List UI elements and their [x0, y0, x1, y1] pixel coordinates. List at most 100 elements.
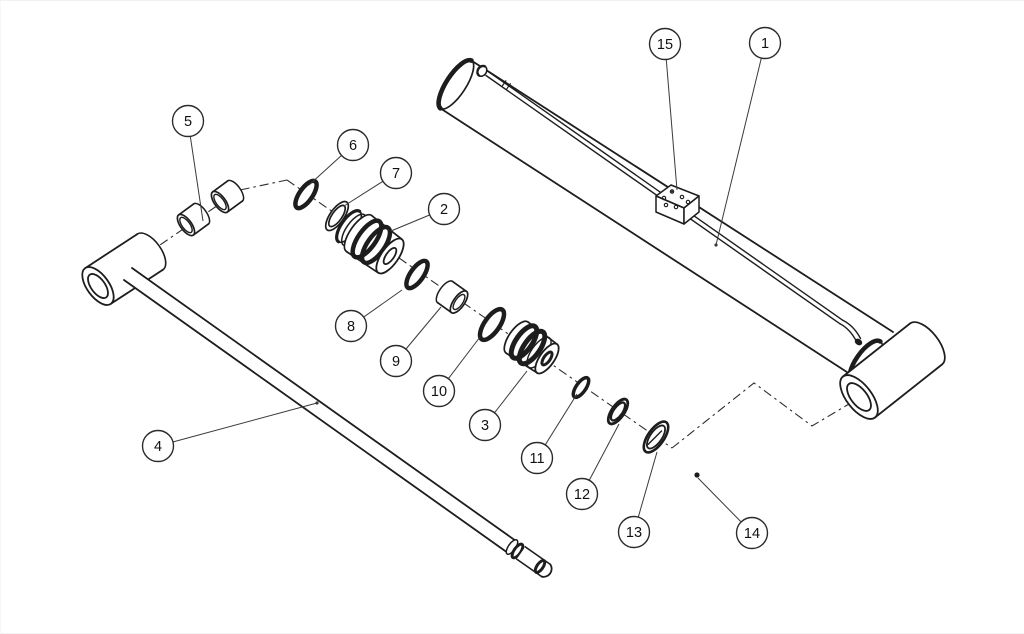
block-hole	[663, 202, 669, 208]
piston-bore	[540, 350, 554, 367]
spacer-edge	[436, 301, 453, 314]
barrel-eye-tube	[839, 321, 946, 420]
balloon-circle-8[interactable]	[334, 309, 368, 343]
seal-ring-outer	[606, 397, 630, 426]
balloon-circle-4[interactable]	[141, 429, 175, 463]
callout-13[interactable]: 13	[617, 451, 658, 549]
assembly-centerlines	[111, 179, 860, 449]
balloon-number-8: 8	[347, 319, 355, 335]
barrel-body	[440, 60, 893, 376]
bushing-body	[178, 203, 209, 236]
balloon-number-12: 12	[574, 487, 590, 503]
bushing-edge	[211, 180, 229, 193]
callout-12[interactable]: 12	[565, 423, 620, 511]
balloon-circle-6[interactable]	[336, 128, 370, 162]
eye-top-edge	[842, 322, 911, 378]
tube-port-tip	[854, 338, 863, 346]
balloon-circle-13[interactable]	[617, 515, 651, 549]
balloon-circle-3[interactable]	[468, 408, 502, 442]
part-pivot-bushing-outer	[210, 179, 245, 214]
bushing-bore	[179, 216, 193, 234]
callout-6[interactable]: 6	[308, 128, 370, 186]
callout-14[interactable]: 14	[697, 477, 769, 550]
callout-7[interactable]: 7	[343, 156, 413, 207]
bushing-body	[212, 180, 243, 213]
callout-11[interactable]: 11	[520, 393, 578, 475]
rod-shaft	[124, 268, 516, 553]
callout-2[interactable]: 2	[390, 192, 461, 232]
bushing-bore	[213, 193, 227, 211]
block-hole-dot	[671, 190, 673, 193]
tube-union-tick-2	[506, 83, 511, 90]
balloon-circle-7[interactable]	[379, 156, 413, 190]
piston-front-face	[534, 342, 560, 375]
balloon-circle-10[interactable]	[422, 374, 456, 408]
tube-fitting-arc	[476, 64, 487, 77]
balloon-circle-1[interactable]	[748, 26, 782, 60]
piston-seal-band	[516, 328, 548, 367]
callout-15[interactable]: 15	[648, 27, 682, 191]
part-gland-head	[335, 209, 405, 275]
seal-ring-inner	[609, 401, 627, 422]
part-pivot-bushing-inner	[176, 202, 211, 237]
balloon-circle-15[interactable]	[648, 27, 682, 61]
callout-1[interactable]: 1	[714, 26, 782, 247]
rod-bottom-edge	[123, 279, 509, 554]
wiper-ring-split	[647, 430, 663, 446]
tube-elbow-upper	[842, 319, 862, 340]
eye-bore	[846, 382, 872, 412]
leader-dot-1	[714, 243, 718, 247]
bushing-edge	[226, 200, 244, 213]
piston-seal-band	[508, 323, 540, 361]
rod-thread-top-edge	[524, 546, 552, 566]
part-wiper-ring-13	[642, 420, 670, 454]
part-o-ring-6	[293, 178, 319, 211]
barrel-cap-weld-arc	[436, 57, 474, 111]
balloon-number-11: 11	[529, 451, 544, 467]
balloon-circle-2[interactable]	[427, 192, 461, 226]
callout-9[interactable]: 9	[379, 306, 442, 378]
rod-groove-band	[510, 542, 525, 560]
callout-4[interactable]: 4	[141, 401, 319, 463]
block-hole	[679, 194, 685, 200]
leader-line-4	[157, 402, 318, 447]
leader-line-1	[715, 42, 766, 246]
wiper-ring-inner	[646, 424, 666, 450]
block-right-face	[683, 195, 700, 225]
balloon-circle-14[interactable]	[735, 516, 769, 550]
block-hole	[669, 189, 675, 194]
balloon-number-10: 10	[431, 384, 447, 400]
gland-rear-arc	[335, 209, 362, 244]
rod-eye-bore	[87, 273, 109, 299]
rod-eye-top-edge	[84, 233, 139, 270]
callout-3[interactable]: 3	[468, 370, 528, 442]
balloon-circle-12[interactable]	[565, 477, 599, 511]
part-port-block	[655, 184, 700, 225]
callout-8[interactable]: 8	[334, 289, 403, 343]
callout-10[interactable]: 10	[422, 336, 481, 408]
balloon-number-15: 15	[657, 37, 673, 53]
rod-tip-cap	[540, 563, 553, 578]
part-piston	[503, 320, 560, 375]
callout-5[interactable]: 5	[171, 104, 205, 222]
part-piston-rod	[123, 267, 553, 578]
block-hole	[685, 199, 691, 205]
leader-line-15	[664, 43, 678, 191]
bushing-edge	[192, 223, 210, 236]
balloon-number-2: 2	[440, 202, 448, 218]
rod-top-edge	[131, 267, 517, 542]
block-hole	[673, 204, 679, 210]
barrel-bottom-edge	[439, 107, 854, 377]
balloon-number-5: 5	[184, 114, 192, 130]
gland-bore	[382, 246, 398, 266]
part-o-ring-11	[571, 375, 591, 400]
part-seal-ring-12	[606, 397, 630, 426]
part-cylinder-barrel	[436, 57, 894, 377]
balloon-circle-5[interactable]	[171, 104, 205, 138]
leader-dot-4	[315, 401, 319, 405]
balloon-circle-9[interactable]	[379, 344, 413, 378]
balloon-number-1: 1	[761, 36, 769, 52]
balloon-circle-11[interactable]	[520, 441, 554, 475]
block-hole	[661, 195, 667, 201]
